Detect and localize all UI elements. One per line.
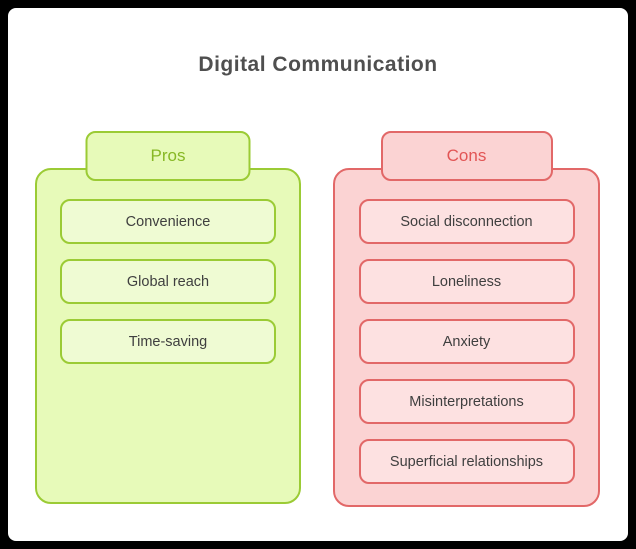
- cons-item-superficial-relationships: Superficial relationships: [358, 439, 575, 484]
- pros-item-time-saving: Time-saving: [60, 319, 276, 364]
- diagram-canvas: Digital Communication Pros Convenience G…: [8, 8, 628, 541]
- pros-tab-label: Pros: [150, 146, 186, 165]
- pros-tab: Pros: [85, 131, 251, 181]
- cons-item-loneliness: Loneliness: [358, 259, 575, 304]
- pros-container: Convenience Global reach Time-saving: [35, 168, 301, 504]
- pros-item-convenience: Convenience: [60, 199, 276, 244]
- pros-item-global-reach: Global reach: [60, 259, 276, 304]
- cons-tab-label: Cons: [446, 146, 487, 165]
- diagram-title: Digital Communication: [198, 53, 438, 76]
- cons-item-social-disconnection: Social disconnection: [358, 199, 575, 244]
- cons-item-misinterpretations: Misinterpretations: [358, 379, 575, 424]
- cons-container: Social disconnection Loneliness Anxiety …: [333, 168, 600, 507]
- cons-tab: Cons: [380, 131, 553, 181]
- cons-item-anxiety: Anxiety: [358, 319, 575, 364]
